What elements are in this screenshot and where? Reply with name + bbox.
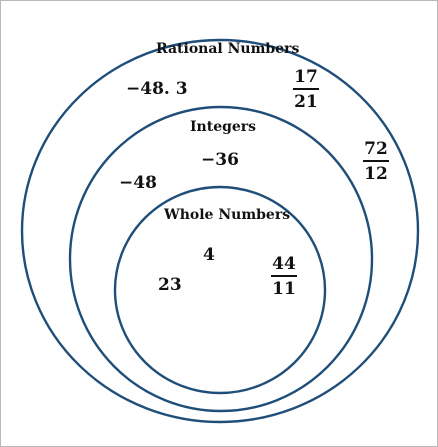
fraction-numerator: 17 xyxy=(294,67,318,87)
fraction-denominator: 21 xyxy=(294,92,318,112)
rational-fraction-72-12: 72 12 xyxy=(363,139,389,184)
fraction-denominator: 11 xyxy=(272,279,296,299)
whole-fraction-44-11: 44 11 xyxy=(271,254,297,299)
integer-value-neg36: −36 xyxy=(201,150,239,170)
fraction-bar xyxy=(271,275,297,277)
fraction-numerator: 72 xyxy=(364,139,388,159)
rational-decimal-value: −48. 3 xyxy=(126,79,188,99)
fraction-bar xyxy=(293,88,319,90)
fraction-numerator: 44 xyxy=(272,254,296,274)
whole-value-23: 23 xyxy=(158,275,182,295)
rational-numbers-title: Rational Numbers xyxy=(156,41,300,57)
whole-numbers-ring xyxy=(113,185,327,395)
whole-numbers-title: Whole Numbers xyxy=(164,207,291,223)
integers-title: Integers xyxy=(190,119,257,135)
integer-value-neg48: −48 xyxy=(119,173,157,193)
fraction-bar xyxy=(363,160,389,162)
rational-fraction-17-21: 17 21 xyxy=(293,67,319,112)
fraction-denominator: 12 xyxy=(364,164,388,184)
rational-numbers-ring xyxy=(20,38,420,424)
whole-value-4: 4 xyxy=(203,245,215,265)
integers-ring xyxy=(68,105,374,413)
